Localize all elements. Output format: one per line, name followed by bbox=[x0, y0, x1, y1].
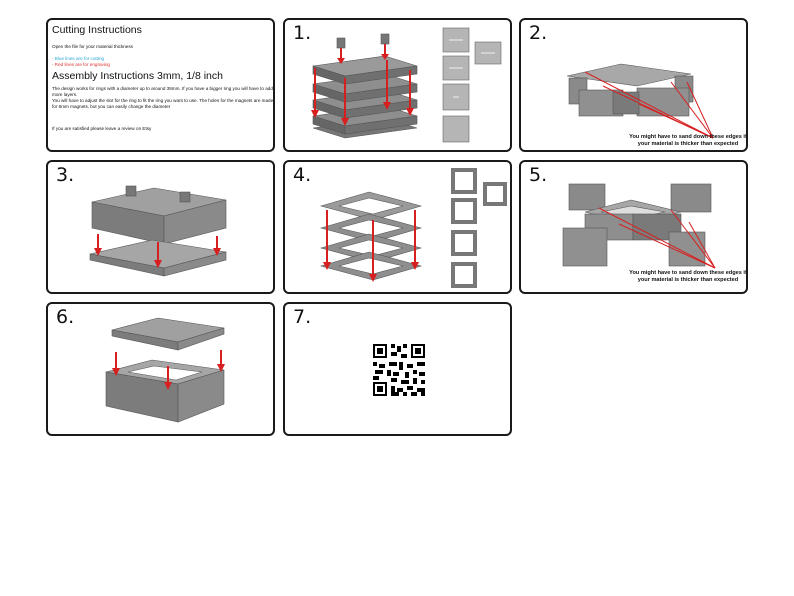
assembly-title: Assembly Instructions 3mm, 1/8 inch bbox=[52, 70, 223, 82]
step-3-panel: 3. bbox=[46, 160, 275, 294]
step-3-illustration bbox=[89, 185, 227, 277]
step-number: 7. bbox=[293, 306, 312, 328]
sanding-note-line-2: your material is thicker than expected bbox=[637, 141, 739, 147]
step-7-panel: 7. bbox=[283, 302, 512, 436]
sanding-note-line-1: You might have to sand down these edges … bbox=[629, 270, 747, 276]
step-number: 2. bbox=[529, 22, 548, 44]
step-number: 3. bbox=[56, 164, 75, 186]
step-5-panel: 5. You might have to sand down these edg… bbox=[519, 160, 748, 294]
step-number: 6. bbox=[56, 306, 75, 328]
body-text-2: You will have to adjust the slot for the… bbox=[52, 98, 274, 109]
open-file-text: Open the file for your material thicknes… bbox=[52, 44, 133, 49]
blue-lines-text: - Blue lines are for cutting bbox=[52, 56, 105, 61]
step-1-panel: 1. bbox=[283, 18, 512, 152]
step-4-panel: 4. bbox=[283, 160, 512, 294]
step-2-illustration bbox=[566, 63, 714, 139]
sanding-note: You might have to sand down these edges … bbox=[629, 134, 747, 148]
review-text: If you are satisfied please leave a revi… bbox=[52, 126, 152, 131]
body-text-1: The design works for rings with a diamet… bbox=[52, 86, 273, 97]
sanding-note-line-2: your material is thicker than expected bbox=[637, 277, 739, 283]
qr-code-icon bbox=[373, 344, 425, 396]
red-lines-text: - Red lines are for engraving bbox=[52, 62, 110, 67]
step-2-panel: 2. You might have to sand down these edg… bbox=[519, 18, 748, 152]
step-number: 1. bbox=[293, 22, 312, 44]
step-1-illustration bbox=[311, 27, 502, 143]
instructions-panel: Cutting Instructions Open the file for y… bbox=[46, 18, 275, 152]
sanding-note-line-1: You might have to sand down these edges … bbox=[629, 134, 747, 140]
step-number: 5. bbox=[529, 164, 548, 186]
sanding-note: You might have to sand down these edges … bbox=[629, 270, 747, 284]
step-5-illustration bbox=[562, 183, 716, 269]
step-4-illustration bbox=[319, 168, 507, 288]
step-number: 4. bbox=[293, 164, 312, 186]
cutting-title: Cutting Instructions bbox=[52, 24, 142, 36]
step-6-panel: 6. bbox=[46, 302, 275, 436]
step-6-illustration bbox=[105, 317, 225, 423]
